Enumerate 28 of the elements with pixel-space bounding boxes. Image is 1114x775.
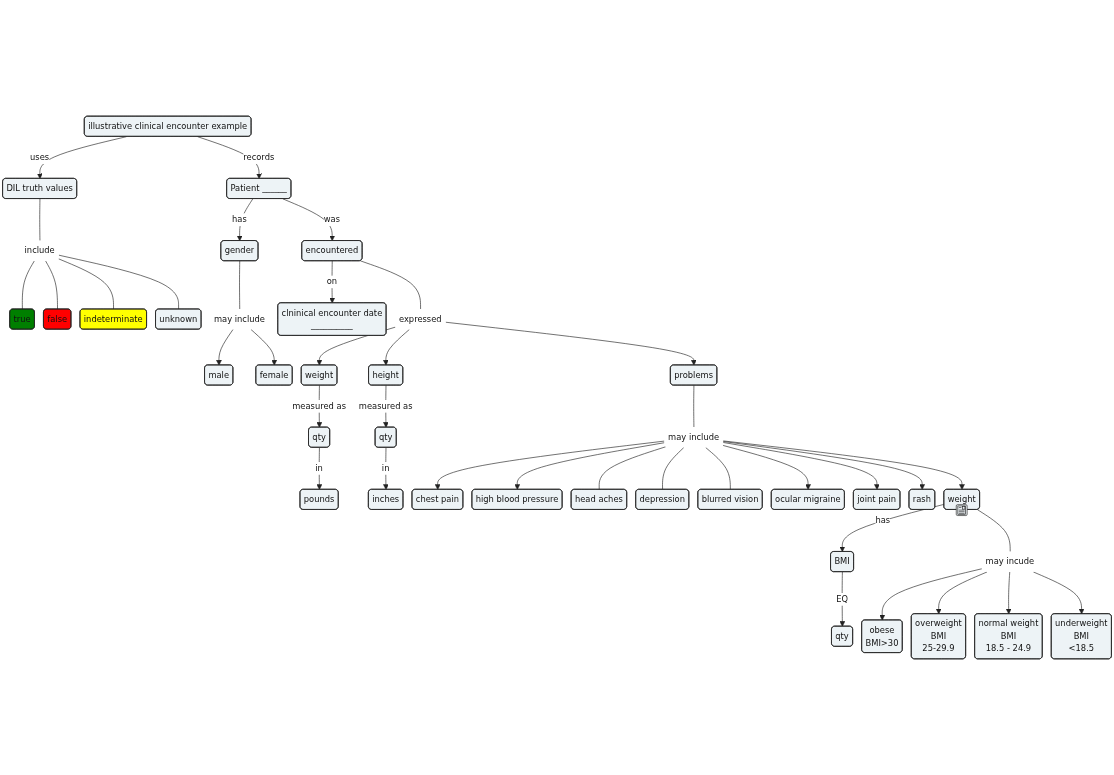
- connector: [58, 254, 179, 310]
- connector: [598, 446, 666, 490]
- connector: [360, 260, 421, 310]
- node-text: may include: [668, 432, 720, 442]
- edge-label: in: [381, 463, 390, 473]
- edge-label: on: [326, 276, 338, 287]
- node-text: include: [24, 245, 55, 256]
- connector: [977, 509, 1011, 553]
- edge-label: has: [232, 214, 247, 225]
- connector: [662, 447, 685, 490]
- node-text: may incude: [985, 556, 1035, 567]
- connector: [45, 260, 58, 310]
- connector: [58, 258, 114, 310]
- connector: [705, 447, 731, 490]
- node-text: expressed: [398, 314, 442, 324]
- edge-label: measured as: [358, 401, 413, 411]
- edge-label: was: [323, 214, 341, 225]
- edge-label: measured as: [292, 401, 346, 411]
- connector: [22, 260, 35, 310]
- edge-label: EQ: [836, 594, 849, 604]
- edge-label: in: [315, 463, 323, 473]
- node-text: may include: [213, 314, 265, 324]
- connector: [239, 260, 241, 310]
- edge-label: has: [875, 515, 891, 525]
- edge-label: records: [243, 152, 275, 162]
- connector: [39, 198, 41, 242]
- connector: [693, 385, 695, 428]
- edge-label: uses: [30, 152, 50, 162]
